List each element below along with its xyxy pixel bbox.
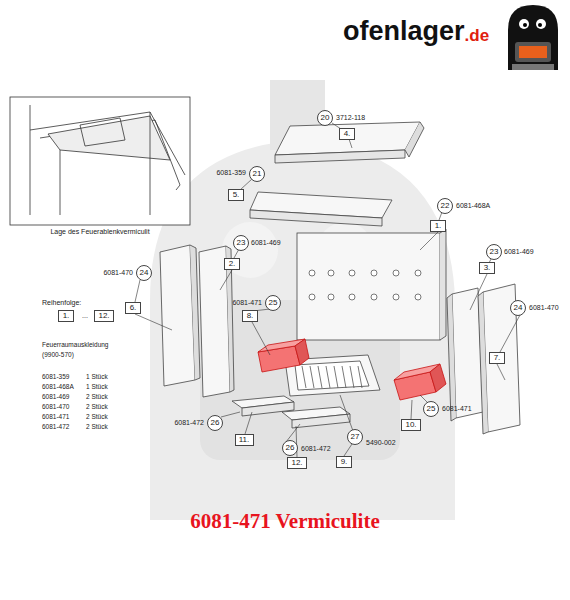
wall-holes (309, 270, 421, 300)
part-label: 6081-359 (216, 169, 246, 177)
part-label: 6081-471 (232, 299, 262, 307)
leader-lines (135, 123, 520, 457)
callout-number: 22 (441, 202, 450, 210)
caption: 6081-471 Vermiculite (190, 510, 380, 533)
vermiculite-parts (258, 339, 446, 400)
table-cell: 1 Stück (86, 383, 108, 390)
callout-number: 23 (237, 239, 246, 247)
part-label: 6081-469 (251, 239, 281, 247)
step-number: 12. (98, 312, 109, 320)
logo-icon (508, 5, 558, 70)
step-box: 6. (125, 302, 141, 314)
table-cell: 1 Stück (86, 373, 108, 380)
callout-number: 26 (286, 444, 295, 452)
step-box: 11. (235, 434, 254, 446)
logo-text: ofenlager (343, 17, 465, 47)
callout-circle: 21 (249, 166, 265, 182)
callout-circle: 26 (207, 415, 223, 431)
part-label: Reihenfolge: (42, 299, 81, 307)
callout-circle: 22 (437, 198, 453, 214)
callout-number: 25 (427, 405, 436, 413)
step-number: 5. (233, 191, 240, 199)
callout-circle: 27 (347, 429, 363, 445)
step-number: 9. (341, 458, 348, 466)
step-box: 8. (242, 310, 258, 322)
inset-view (10, 97, 190, 225)
grate-bars (302, 366, 362, 388)
step-number: 2. (229, 260, 236, 268)
table-cell: 2 Stück (86, 423, 108, 430)
step-box: 1. (58, 310, 74, 322)
step-number: 7. (494, 354, 501, 362)
callout-circle: 25 (423, 401, 439, 417)
part-label: 6081-468A (456, 202, 490, 210)
parts (160, 122, 520, 434)
step-number: 1. (63, 312, 70, 320)
table-cell: 6081-470 (42, 403, 69, 410)
callout-circle: 23 (233, 235, 249, 251)
side-6 (160, 245, 195, 386)
callout-number: 23 (490, 248, 499, 256)
table-cell: 2 Stück (86, 393, 108, 400)
part-label: 6081-471 (442, 405, 472, 413)
part-label: (9900-570) (42, 351, 74, 358)
table-cell: 6081-359 (42, 373, 69, 380)
step-box: 9. (336, 456, 352, 468)
callout-number: 25 (269, 299, 278, 307)
step-box: 12. (94, 310, 114, 322)
callout-number: 21 (253, 170, 262, 178)
callout-number: 27 (351, 433, 360, 441)
part-label: 6081-470 (529, 304, 559, 312)
step-number: 1. (435, 222, 442, 230)
part-label: Feuerraumauskleidung (42, 341, 108, 348)
callout-number: 24 (140, 269, 149, 277)
step-number: 12. (291, 459, 302, 467)
callout-circle: 26 (282, 440, 298, 456)
callout-circle: 24 (510, 300, 526, 316)
part-label: 6081-472 (174, 419, 204, 427)
part-label: 6081-472 (301, 445, 331, 453)
callout-circle: 23 (486, 244, 502, 260)
step-box: 5. (228, 189, 244, 201)
table-cell: 6081-472 (42, 423, 69, 430)
step-number: 3. (484, 264, 491, 272)
step-number: 10. (405, 421, 416, 429)
part-label: 6081-470 (103, 269, 133, 277)
part-label: 5490-002 (366, 439, 396, 447)
part-label: Lage des Feuerablenkvermiculit (50, 228, 149, 236)
step-number: 11. (239, 436, 250, 444)
watermark (150, 80, 455, 520)
step-box: 4. (339, 128, 355, 140)
step-box: 7. (489, 352, 505, 364)
back-wall-1 (297, 233, 440, 340)
table-cell: 6081-469 (42, 393, 69, 400)
callout-circle: 24 (136, 265, 152, 281)
callout-number: 20 (321, 114, 330, 122)
step-number: 4. (344, 130, 351, 138)
callout-number: 26 (211, 419, 220, 427)
callout-circle: 20 (317, 110, 333, 126)
part-label: ... (82, 312, 88, 320)
callout-circle: 25 (265, 295, 281, 311)
step-box: 12. (287, 457, 307, 469)
table-cell: 6081-471 (42, 413, 69, 420)
step-number: 8. (247, 312, 254, 320)
callout-number: 24 (514, 304, 523, 312)
table-cell: 6081-468A (42, 383, 74, 390)
step-number: 6. (130, 304, 137, 312)
part-label: 6081-469 (504, 248, 534, 256)
table-cell: 2 Stück (86, 403, 108, 410)
logo-text: .de (465, 27, 490, 46)
step-box: 10. (401, 419, 421, 431)
step-box: 3. (479, 262, 495, 274)
table-cell: 2 Stück (86, 413, 108, 420)
part-label: 3712-118 (336, 114, 365, 122)
step-box: 2. (224, 258, 240, 270)
step-box: 1. (430, 220, 446, 232)
